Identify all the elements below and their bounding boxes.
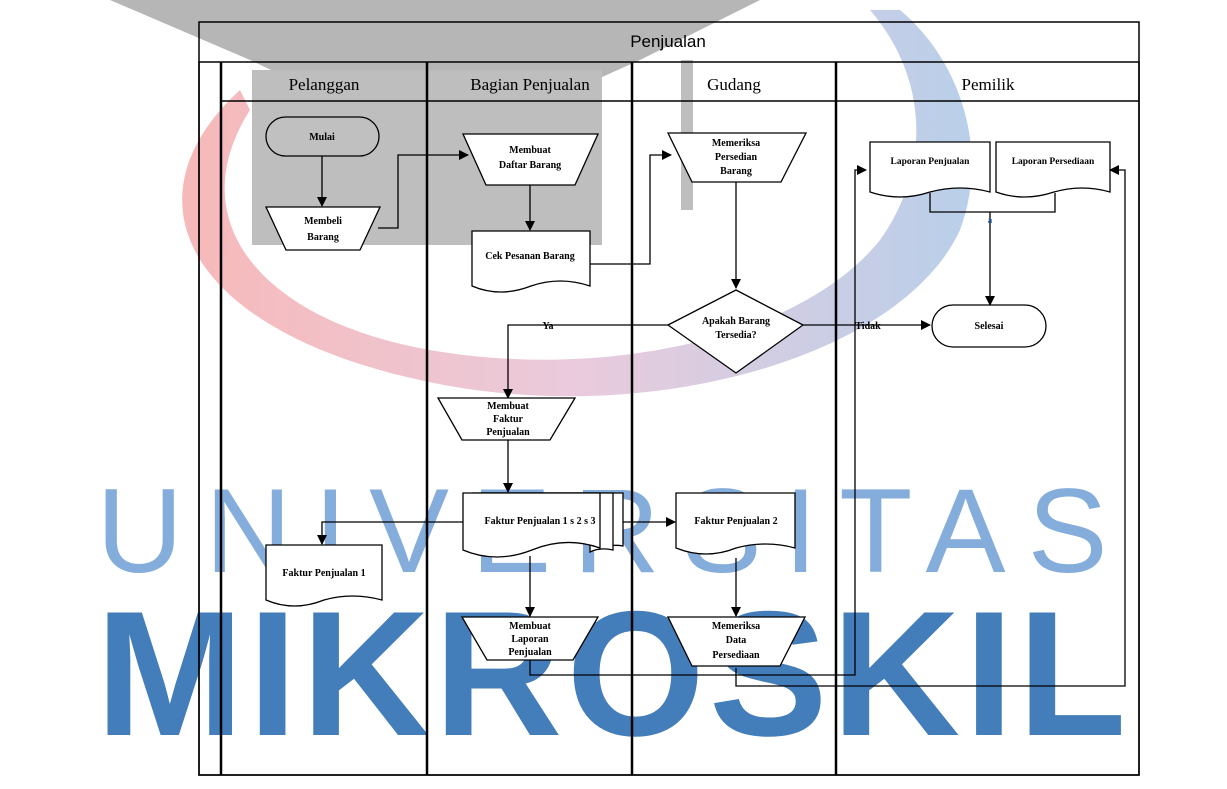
daftar-line2: Daftar Barang xyxy=(499,160,561,171)
watermark-logo xyxy=(110,0,972,396)
periksa-data-line1: Memeriksa xyxy=(712,621,760,632)
document-faktur-2: Faktur Penjualan 2 xyxy=(676,493,795,554)
document-faktur-1: Faktur Penjualan 1 xyxy=(266,545,382,606)
lane-header-pemilik: Pemilik xyxy=(962,75,1015,94)
faktur-123-label: Faktur Penjualan 1 s 2 s 3 xyxy=(485,516,596,527)
periksa-persediaan-line3: Barang xyxy=(720,166,752,177)
decision-line2: Tersedia? xyxy=(715,330,756,341)
laporan-penjualan-label: Laporan Penjualan xyxy=(891,157,971,167)
start-terminator: Mulai xyxy=(266,117,379,156)
laporan-buat-line2: Laporan xyxy=(511,634,549,645)
laporan-persediaan-label: Laporan Persediaan xyxy=(1012,157,1095,167)
document-laporan-penjualan: Laporan Penjualan xyxy=(870,142,990,197)
membeli-line2: Barang xyxy=(307,232,339,243)
diagram-title: Penjualan xyxy=(630,32,706,51)
document-laporan-persediaan: Laporan Persediaan xyxy=(996,142,1110,197)
label-tidak: Tidak xyxy=(855,321,881,332)
manual-op-daftar-barang: Membuat Daftar Barang xyxy=(463,134,598,185)
document-cek-pesanan: Cek Pesanan Barang xyxy=(472,231,590,292)
membeli-line1: Membeli xyxy=(304,216,342,227)
start-label: Mulai xyxy=(309,132,335,143)
lane-header-bagian-penjualan: Bagian Penjualan xyxy=(470,75,590,94)
manual-op-periksa-data: Memeriksa Data Persediaan xyxy=(668,617,805,666)
laporan-buat-line3: Penjualan xyxy=(508,647,552,658)
faktur-2-label: Faktur Penjualan 2 xyxy=(694,516,777,527)
decision-line1: Apakah Barang xyxy=(702,316,770,327)
daftar-line1: Membuat xyxy=(509,145,551,156)
faktur-buat-line1: Membuat xyxy=(487,401,529,412)
lane-header-pelanggan: Pelanggan xyxy=(289,75,360,94)
laporan-buat-line1: Membuat xyxy=(509,621,551,632)
periksa-persediaan-line2: Persedian xyxy=(715,152,758,163)
faktur-1-label: Faktur Penjualan 1 xyxy=(282,568,365,579)
end-label: Selesai xyxy=(975,321,1004,332)
label-ya: Ya xyxy=(542,321,553,332)
manual-op-membeli-barang: Membeli Barang xyxy=(266,207,380,250)
periksa-data-line3: Persediaan xyxy=(712,650,760,661)
periksa-persediaan-line1: Memeriksa xyxy=(712,138,760,149)
watermark-mikroskil: MIKROSKIL xyxy=(96,574,1131,773)
faktur-buat-line3: Penjualan xyxy=(486,427,530,438)
manual-op-buat-faktur: Membuat Faktur Penjualan xyxy=(438,398,575,440)
connector-label-a: a xyxy=(988,215,993,225)
cek-label: Cek Pesanan Barang xyxy=(485,251,574,262)
manual-op-periksa-persediaan: Memeriksa Persedian Barang xyxy=(668,133,806,182)
end-terminator: Selesai xyxy=(932,305,1046,347)
faktur-buat-line2: Faktur xyxy=(493,414,524,425)
periksa-data-line2: Data xyxy=(726,635,747,646)
lane-header-gudang: Gudang xyxy=(707,75,761,94)
